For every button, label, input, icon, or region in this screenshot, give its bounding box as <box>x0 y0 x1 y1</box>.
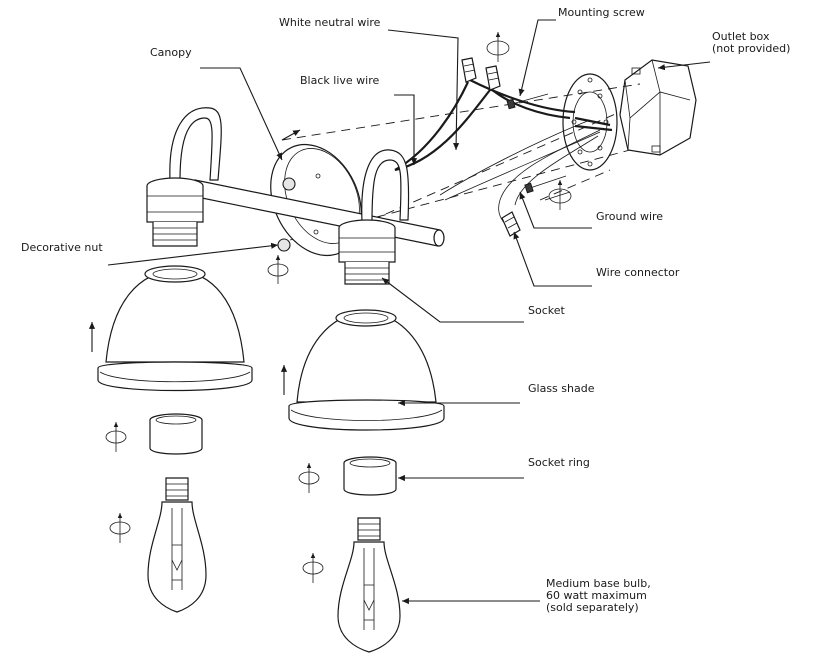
rotation-symbol-screw <box>486 32 572 210</box>
label-canopy: Canopy <box>150 46 192 59</box>
rotation-symbol-bulb-right <box>302 553 324 583</box>
rotation-symbol-bulb-left <box>109 513 131 543</box>
rotation-symbol-ring-right <box>298 463 320 493</box>
label-outlet-box: Outlet box <box>712 30 770 43</box>
rotation-symbol-nut <box>267 129 301 284</box>
alignment-lines <box>281 83 641 241</box>
right-socket <box>338 219 396 285</box>
label-bulb-line1: Medium base bulb, <box>546 577 651 590</box>
wires <box>394 79 613 229</box>
label-bulb-line3: (sold separately) <box>546 601 639 614</box>
leader-lines <box>107 19 711 605</box>
left-glass-shade <box>97 265 253 392</box>
label-wire-connector: Wire connector <box>596 266 680 279</box>
label-white-neutral-wire: White neutral wire <box>279 16 381 29</box>
label-ground-wire: Ground wire <box>596 210 663 223</box>
label-glass-shade: Glass shade <box>528 382 595 395</box>
left-gooseneck <box>169 107 222 181</box>
label-socket: Socket <box>528 304 566 317</box>
right-gooseneck <box>361 149 410 223</box>
right-bulb <box>337 517 401 653</box>
label-mounting-screw: Mounting screw <box>558 6 645 19</box>
mounting-screws <box>506 93 571 201</box>
label-black-live-wire: Black live wire <box>300 74 379 87</box>
outlet-box <box>619 59 697 156</box>
label-bulb-line2: 60 watt maximum <box>546 589 647 602</box>
right-socket-ring <box>343 456 397 496</box>
rotation-symbol-ring-left <box>105 422 127 452</box>
left-socket <box>146 177 204 247</box>
wire-connectors <box>461 57 521 237</box>
label-decorative-nut: Decorative nut <box>21 241 103 254</box>
label-socket-ring: Socket ring <box>528 456 590 469</box>
label-outlet-box-note: (not provided) <box>712 42 790 55</box>
left-bulb <box>147 477 207 613</box>
left-socket-ring <box>149 413 203 455</box>
right-glass-shade <box>288 309 445 431</box>
